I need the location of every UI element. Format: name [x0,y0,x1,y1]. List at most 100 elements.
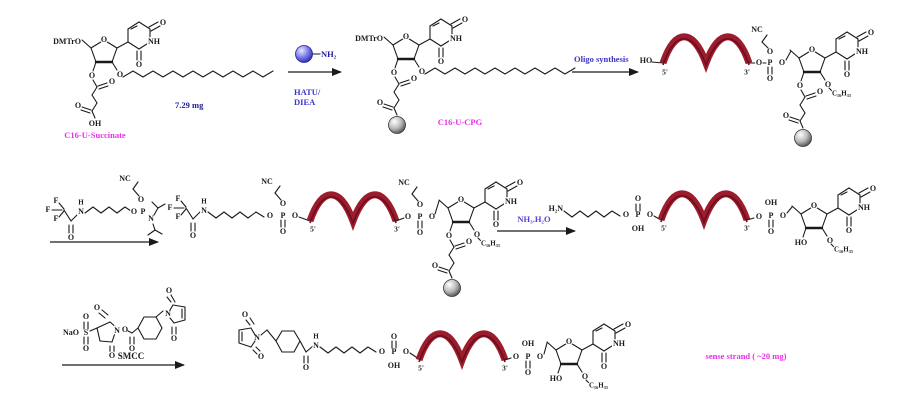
carbonyl-oxygen-label: O [68,233,74,242]
five-prime-label: 5' [661,224,667,233]
oxygen-label: O [768,227,774,236]
step4-label: SMCC [118,351,145,361]
compound2-name-label: C16-U-CPG [438,117,483,127]
sulfur-label: S [84,328,89,337]
carbonyl-oxygen-label: O [303,363,309,372]
phosphorus-label: P [526,352,531,361]
c16h33-label: C₁₆H₃₃ [589,382,608,390]
c16h33-label: C₁₆H₃₃ [832,90,851,98]
oxygen-label: O [267,211,273,220]
structure-oligo-on-cpg: HO 5' 3' O P O O NC O C₁₆H₃₃ [639,24,876,147]
cpg-bead-icon [443,279,461,297]
oxygen-label: O [391,332,397,341]
nao-label: NaO [63,328,79,337]
product-name-label: sense strand ( ~20 mg) [706,351,787,361]
oligo-helix-ribbon [310,195,396,223]
nitrile-nc-label: NC [261,177,273,186]
oligo-helix-ribbon [663,37,749,65]
succinate-arm [73,69,117,120]
oxygen-label: O [405,212,411,221]
nitrile-nc-label: NC [119,174,131,183]
oxygen-label: O [429,212,435,221]
compound1-amount-label: 7.29 mg [175,100,204,110]
amide-n-label: N [78,207,84,216]
fluorine-label: F [176,212,181,221]
oxygen-label: O [417,200,423,209]
five-prime-label: 5' [418,364,424,373]
phosphorus-label: P [769,211,774,220]
oxygen-label: O [379,347,385,356]
oxygen-label: O [623,210,629,219]
oxygen-label: O [280,227,286,236]
oxygen-label: O [166,286,172,295]
fluorine-label: F [54,214,59,223]
oxygen-label: O [756,212,762,221]
oxygen-label: O [756,58,762,67]
oxygen-label: O [138,195,144,204]
ho-label: HO [640,56,652,65]
succinate-arm [781,79,825,130]
oxygen-label: O [280,199,286,208]
structure-amino-linker-oligo: H₂N O P O OH O 5' 3' O P OH O O HO C₁₆H₃… [547,182,878,255]
oxygen-label: O [513,352,519,361]
cpg-bead-icon [388,116,406,134]
amine-n-label: N [148,214,154,223]
structure-c16-u-cpg: DMTrO C16-U-CPG [354,13,576,134]
phosphate-oh-label: OH [765,198,778,207]
nitrile-nc-label: NC [751,25,763,34]
phosphorus-label: P [392,347,397,356]
structure-c16-u-succinate: DMTrO OH C16-U-Succinate 7.29 mg [52,16,274,140]
c16h33-label: C₁₆H₃₃ [834,246,853,254]
oxygen-label: O [537,352,543,361]
oxygen-label: O [403,347,409,356]
uridine-core [80,16,168,81]
five-prime-label: 5' [662,68,668,77]
oxygen-label: O [83,312,89,321]
amide-n-label: N [313,341,319,350]
step1-reagent-line1: HATU/ [294,87,321,97]
uridine-core [545,318,633,383]
ester-oxygen-label: O [122,325,128,334]
oxygen-label: O [94,303,100,312]
acid-oh-label: OH [89,119,102,128]
bead-nh2-label: NH₂ [321,49,337,59]
oxygen-label: O [171,334,177,343]
ring-n-label: N [114,326,120,335]
phosphorus-label: P [281,211,286,220]
oxygen-label: O [109,351,115,360]
c16h33-label: C₁₆H₃₃ [481,240,500,248]
reagent-smcc: NaO S O O N O O O O N [62,285,186,369]
fluorine-label: F [168,203,173,212]
reagent-tfa-aminohexyl-phosphoramidite: F F F O H N O P O NC N [44,173,166,246]
uridine-core [382,13,470,78]
carbonyl-oxygen-label: O [190,231,196,240]
arrow-step3-ammonia: NH₃.H₂O [497,214,576,235]
amide-h-label: H [313,333,319,341]
compound1-name-label: C16-U-Succinate [64,130,126,140]
oxygen-label: O [779,58,785,67]
maleimide-n-label: N [165,309,171,318]
step3-label: NH₃.H₂O [517,214,551,224]
amine-bead-icon [295,45,313,63]
amide-n-label: N [201,206,207,215]
oxygen-label: O [767,47,773,56]
fluorine-label: F [54,196,59,205]
oxygen-label: O [83,344,89,353]
cpg-bead-icon [794,129,812,147]
structure-tfa-linker-oligo-cpg: F F F O H N O P O O NC O 5' 3' O P O O [166,176,525,297]
fluorine-label: F [46,205,51,214]
structure-maleimide-oligo-sense-strand: N O O O H N O P O OH O 5' 3' O [238,309,787,391]
succinate-arm [430,229,474,280]
amide-h-label: H [201,198,207,206]
three-prime-label: 3' [744,68,750,77]
arrow-step1-cpg-loading: NH₂ HATU/ DIEA [288,45,342,107]
maleimide-n-label: N [254,333,260,342]
oxygen-label: O [258,352,264,361]
phosphorus-label: P [636,210,641,219]
dmtro-label: DMTrO [355,34,383,43]
three-prime-label: 3' [394,225,400,234]
phosphate-oh-label: OH [388,361,401,370]
uridine-core [788,26,876,91]
